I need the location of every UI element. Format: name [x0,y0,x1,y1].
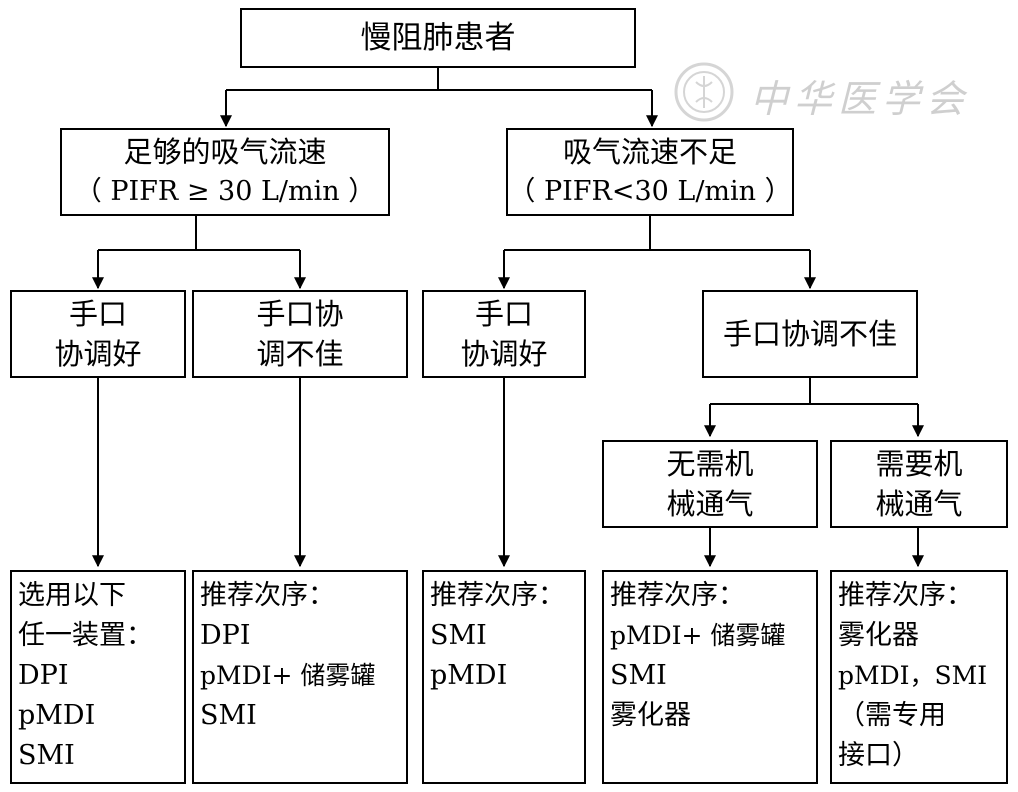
leaf-1-line: pMDI [18,700,96,731]
pifr-insufficient-threshold: （ PIFR<30 L/min ） [508,176,792,207]
recommendation-leaf-1: 选用以下 任一装置： DPI pMDI SMI [10,570,186,784]
pifr-insufficient-title: 吸气流速不足 [562,135,737,169]
pifr-insufficient-node: 吸气流速不足 （ PIFR<30 L/min ） [506,128,794,216]
coordination-good-node-low: 手口 协调好 [422,290,586,378]
leaf-4-line: 雾化器 [610,700,691,731]
leaf-2-line: pMDI+ 储雾罐 [200,661,376,690]
coordination-poor-high-line2: 调不佳 [256,337,344,371]
no-ventilation-line2: 械通气 [666,487,754,521]
coordination-poor-node-high: 手口协 调不佳 [192,290,408,378]
needs-ventilation-node: 需要机 械通气 [830,440,1008,528]
leaf-3-line: pMDI [430,660,508,691]
no-ventilation-node: 无需机 械通气 [602,440,818,528]
coordination-poor-high-line1: 手口协 [256,297,344,331]
coordination-good-high-line2: 协调好 [54,337,142,371]
watermark: 中华医学会 [672,60,972,124]
coordination-poor-node-low: 手口协调不佳 [702,290,918,378]
pifr-sufficient-title: 足够的吸气流速 [123,135,327,169]
leaf-3-line: SMI [430,620,487,651]
recommendation-leaf-5: 推荐次序： 雾化器 pMDI，SMI （需专用 接口） [830,570,1008,784]
leaf-4-line: pMDI+ 储雾罐 [610,621,786,650]
coordination-good-low-line1: 手口 [474,297,533,331]
needs-ventilation-line1: 需要机 [875,447,963,481]
leaf-1-line: 任一装置： [18,620,153,651]
leaf-5-line: 推荐次序： [838,580,973,611]
leaf-2-line: DPI [200,620,251,651]
pifr-sufficient-threshold: （ PIFR ≥ 30 L/min ） [74,176,376,207]
leaf-2-line: 推荐次序： [200,580,335,611]
needs-ventilation-line2: 械通气 [875,487,963,521]
leaf-4-line: 推荐次序： [610,580,745,611]
leaf-5-line: 雾化器 [838,620,919,651]
root-node: 慢阻肺患者 [240,8,636,68]
coordination-good-high-line1: 手口 [68,297,127,331]
leaf-1-line: DPI [18,660,69,691]
recommendation-leaf-4: 推荐次序： pMDI+ 储雾罐 SMI 雾化器 [602,570,818,784]
leaf-2-line: SMI [200,700,257,731]
leaf-3-line: 推荐次序： [430,580,565,611]
leaf-5-line: pMDI，SMI [838,661,988,690]
leaf-4-line: SMI [610,660,667,691]
root-node-label: 慢阻肺患者 [360,20,516,56]
society-seal-icon [674,62,734,122]
no-ventilation-line1: 无需机 [666,447,754,481]
watermark-text: 中华医学会 [750,77,971,121]
leaf-5-line: 接口） [838,740,919,771]
recommendation-leaf-2: 推荐次序： DPI pMDI+ 储雾罐 SMI [192,570,408,784]
coordination-good-node-high: 手口 协调好 [10,290,186,378]
coordination-poor-low-line1: 手口协调不佳 [722,317,897,351]
leaf-1-line: 选用以下 [18,580,126,611]
coordination-good-low-line2: 协调好 [460,337,548,371]
leaf-1-line: SMI [18,740,75,771]
recommendation-leaf-3: 推荐次序： SMI pMDI [422,570,586,784]
pifr-sufficient-node: 足够的吸气流速 （ PIFR ≥ 30 L/min ） [60,128,390,216]
leaf-5-line: （需专用 [838,700,946,731]
